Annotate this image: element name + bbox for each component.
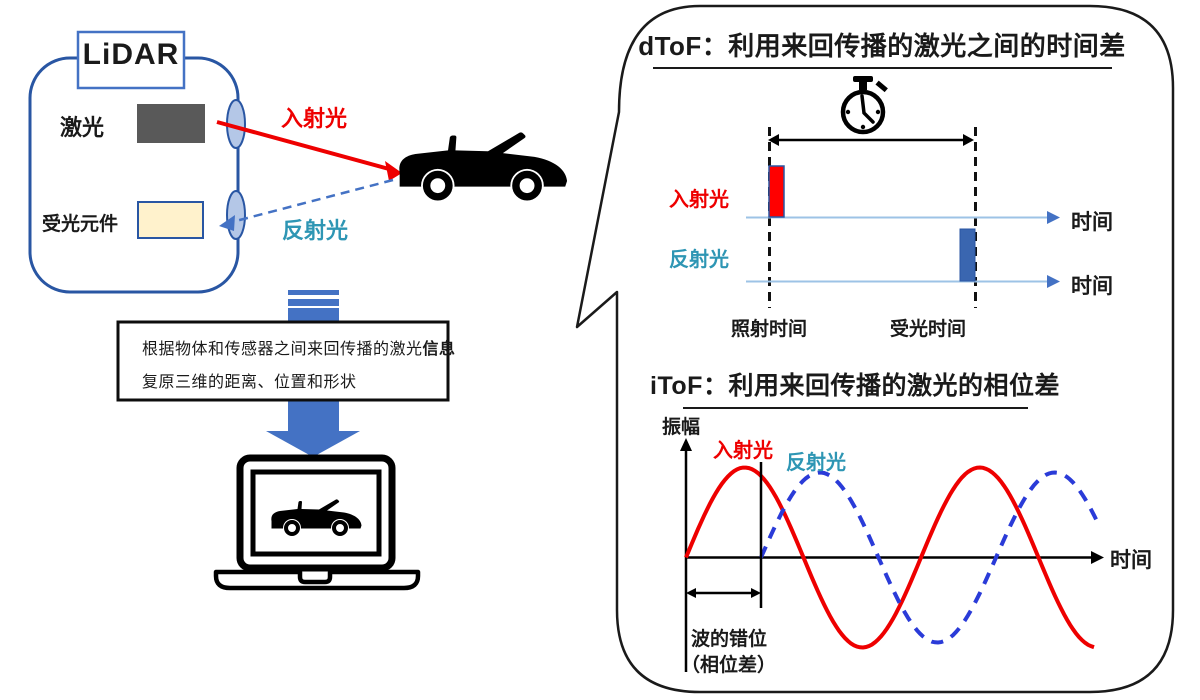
receiver-label: 受光元件	[42, 214, 119, 235]
lidar-body	[28, 56, 240, 294]
process-line1: 根据物体和传感器之间来回传播的激光信息	[142, 341, 456, 358]
itof-incident-label: 入射光	[713, 440, 773, 462]
time-difference-arrow	[768, 134, 974, 146]
itof-title: iToF：利用来回传播的激光的相位差	[650, 372, 1060, 400]
receive-time-label: 受光时间	[890, 319, 967, 340]
laptop-icon	[213, 454, 421, 591]
phase-note-line1: 波的错位	[691, 629, 768, 650]
lidar-title-box	[76, 30, 186, 90]
dtof-incident-label: 入射光	[669, 189, 729, 211]
phase-offset-arrow	[686, 588, 761, 598]
amplitude-axis	[680, 438, 692, 672]
incident-light-label: 入射光	[281, 106, 348, 131]
amplitude-axis-label: 振幅	[662, 417, 701, 438]
process-line2: 复原三维的距离、位置和形状	[142, 374, 357, 391]
reflected-pulse	[959, 228, 976, 282]
dtof-time-label-2: 时间	[1071, 275, 1113, 298]
incident-timeline	[746, 211, 1060, 224]
reflected-timeline	[746, 275, 1060, 288]
speech-bubble	[575, 4, 1175, 694]
process-box-text: 根据物体和传感器之间来回传播的激光信息 复原三维的距离、位置和形状	[142, 333, 456, 399]
convertible-car-icon	[399, 132, 567, 202]
dtof-reflected-label: 反射光	[669, 249, 729, 271]
incident-pulse	[768, 165, 785, 218]
laser-emitter	[137, 104, 205, 143]
stopwatch-icon	[840, 76, 888, 135]
light-receiver	[137, 201, 204, 239]
emit-time-label: 照射时间	[731, 319, 808, 340]
time-axis	[686, 551, 1104, 564]
incident-wave	[684, 465, 1095, 650]
laser-label: 激光	[60, 115, 105, 140]
process-box	[116, 320, 450, 402]
itof-time-label: 时间	[1110, 549, 1152, 572]
reflected-light-arrow	[219, 178, 394, 231]
lens-icon	[226, 190, 246, 240]
dtof-title: dToF：利用来回传播的激光之间的时间差	[638, 31, 1126, 61]
lidar-title: LiDAR	[82, 38, 180, 71]
phase-note-line2: （相位差）	[681, 655, 777, 676]
incident-light-arrow	[216, 120, 402, 181]
itof-reflected-label: 反射光	[786, 452, 846, 474]
dtof-time-label-1: 时间	[1071, 211, 1113, 234]
reflected-light-label: 反射光	[282, 218, 349, 243]
down-arrow	[266, 290, 360, 457]
